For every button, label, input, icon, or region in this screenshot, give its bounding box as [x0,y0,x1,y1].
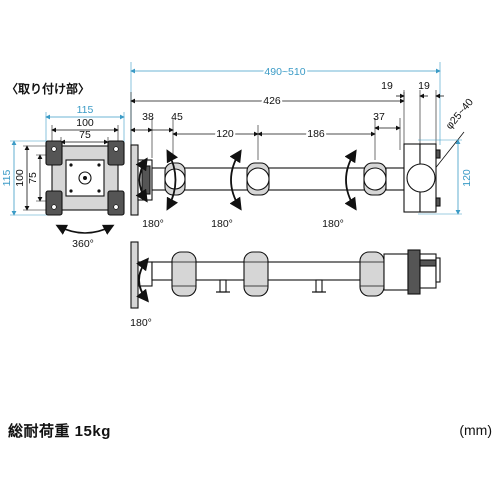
dim-clamp-19b: 19 [418,80,430,92]
vesa-plate-front [130,241,139,309]
clamp-side-block [407,249,421,295]
mount-bracket-bl [45,190,63,216]
vesa-plate-side [130,144,139,216]
rotation-label-2: 180° [211,218,233,230]
mount-bracket-tr [107,140,125,166]
dim-clamp-19a: 19 [381,80,393,92]
arm-top-view: 180° 180° 180° [130,143,441,230]
dim-seg-45: 45 [171,111,183,123]
mount-height-100: 100 [14,169,26,187]
clamp-arm [385,167,405,191]
joint-side-2 [243,251,269,297]
mount-rotation-label: 360° [72,238,94,250]
dim-pole-diameter: φ25~40 [443,96,476,132]
pole-hole [406,163,436,193]
mount-plate-view: 115 100 75 115 100 75 360° [1,104,125,250]
rotation-arrow-3 [229,149,242,211]
rotation-label-3: 180° [322,218,344,230]
dim-seg-38: 38 [142,111,154,123]
dim-seg-37: 37 [373,111,385,123]
mount-width-115: 115 [77,104,94,116]
dim-main: 426 [263,95,281,107]
rotation-label-1: 180° [142,218,164,230]
rotation-arrow-5 [136,257,149,303]
unit-label: (mm) [459,422,492,438]
load-capacity: 総耐荷重 15kg [8,423,111,440]
rotation-arrow-1 [135,157,148,203]
rotation-label-4: 180° [130,317,152,329]
section-title: 〈取り付け部〉 [6,82,91,96]
mount-height-75: 75 [27,172,39,184]
mount-width-75: 75 [79,129,91,141]
dim-overall: 490~510 [264,66,305,78]
mount-height-115: 115 [1,169,13,186]
rotation-arrow-4 [344,149,357,211]
dim-clamp-height: 120 [461,169,473,187]
mount-bracket-tl [45,140,63,166]
mount-width-100: 100 [76,117,94,129]
arm-side-view: 180° [130,241,441,329]
dim-seg-186: 186 [307,128,325,140]
clamp-side-body [383,253,409,291]
joint-side-1 [171,251,197,297]
arm-segment-2 [251,167,377,191]
rotation-arrow-2 [166,149,179,211]
rotation-arrow-360 [55,224,115,235]
mount-bracket-br [107,190,125,216]
joint-side-3 [359,251,385,297]
dim-seg-120: 120 [216,128,234,140]
